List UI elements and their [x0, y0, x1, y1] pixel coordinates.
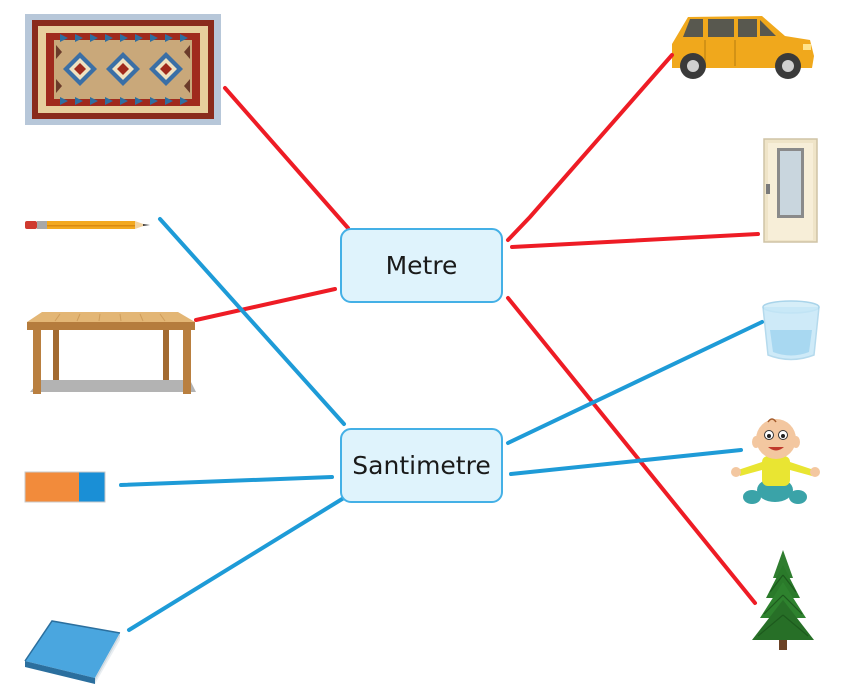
- line-eraser-santimetre: [119, 475, 334, 487]
- metre-label: Metre: [385, 251, 458, 280]
- line-baby-santimetre: [509, 448, 743, 476]
- santimetre-label: Santimetre: [352, 451, 491, 480]
- car-image: [672, 16, 814, 79]
- line-tree-metre: [506, 296, 757, 605]
- pine-tree-image: [752, 550, 814, 650]
- baby-toy-image: [731, 418, 820, 504]
- door-image: [763, 138, 818, 243]
- pencil-image: [25, 221, 150, 229]
- metre-box: Metre: [340, 228, 503, 303]
- eraser-image: [24, 471, 106, 503]
- line-door-metre: [510, 232, 760, 249]
- line-car-metre: [506, 53, 674, 242]
- santimetre-box: Santimetre: [340, 428, 503, 503]
- rug-image: [25, 14, 221, 125]
- line-book-santimetre: [127, 494, 349, 632]
- line-rug-metre: [223, 86, 350, 230]
- line-table-metre: [194, 287, 337, 322]
- line-glass-santimetre: [506, 320, 764, 445]
- line-pencil-santimetre: [158, 217, 346, 426]
- table-image: [27, 312, 196, 394]
- glass-image: [762, 300, 820, 361]
- book-image: [24, 620, 121, 684]
